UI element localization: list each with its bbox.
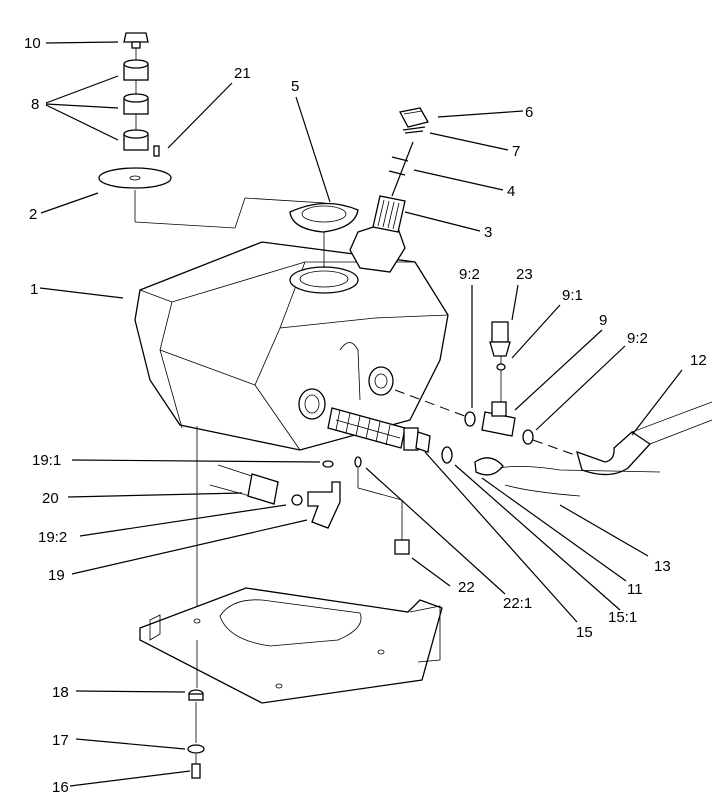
callout-1: 1 [30,281,38,298]
callout-5: 5 [291,78,299,95]
fuel-fittings [394,321,713,497]
callout-22-1: 22:1 [503,595,532,612]
callout-3: 3 [484,224,492,241]
callout-15-1: 15:1 [608,609,637,626]
callout-19-1: 19:1 [32,452,61,469]
callout-10: 10 [24,35,41,52]
fuel-tank [134,219,449,451]
callout-9-2-b: 9:2 [627,330,648,347]
callout-16: 16 [52,779,69,796]
leader-lines [39,41,683,787]
callout-9: 9 [599,312,607,329]
bottom-hardware [187,689,205,779]
callout-19-2: 19:2 [38,529,67,546]
callout-23: 23 [516,266,533,283]
filler-hose-assembly [372,107,429,233]
callout-4: 4 [507,183,515,200]
callout-19: 19 [48,567,65,584]
callout-11: 11 [627,581,643,598]
callout-20: 20 [42,490,59,507]
callout-7: 7 [512,143,520,160]
outlet-fittings [196,426,410,610]
mounting-pan [139,587,443,704]
callout-21: 21 [234,65,251,82]
callout-15: 15 [576,624,593,641]
callout-8: 8 [31,96,39,113]
callout-13: 13 [654,558,671,575]
braided-fuel-hose [327,407,431,453]
callout-9-1: 9:1 [562,287,583,304]
callout-labels: 10 8 21 2 5 6 7 4 3 1 23 9:2 9:1 9 9:2 1… [24,35,707,796]
callout-6: 6 [525,104,533,121]
callout-22: 22 [458,579,475,596]
callout-9-2-a: 9:2 [459,266,480,283]
gauge-assembly [98,32,359,268]
callout-17: 17 [52,732,69,749]
callout-12: 12 [690,352,707,369]
callout-2: 2 [29,206,37,223]
callout-18: 18 [52,684,69,701]
